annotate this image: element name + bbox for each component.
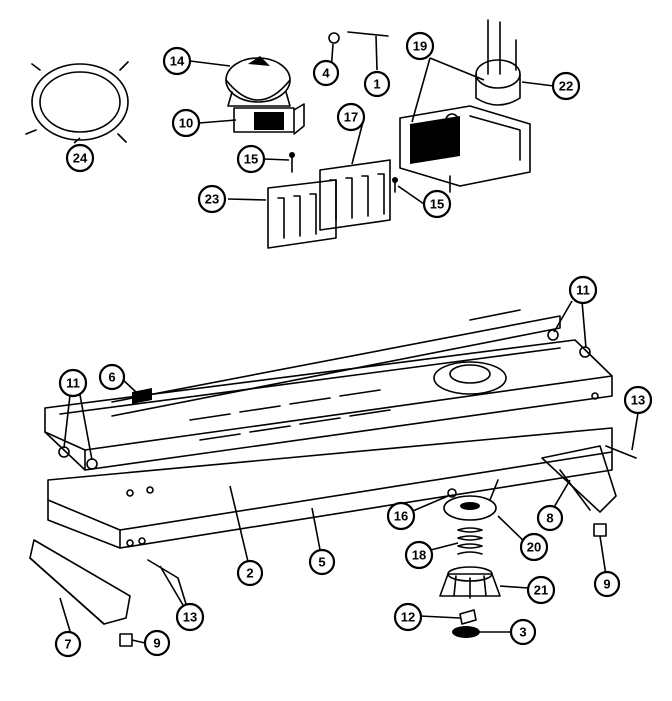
callout-1-label: 1 — [373, 77, 380, 92]
callout-5-label: 5 — [318, 555, 325, 570]
callout-4-label: 4 — [322, 66, 330, 81]
part-12-clip — [459, 609, 477, 625]
part-4-ring — [328, 32, 340, 44]
callout-20-label: 20 — [527, 540, 541, 555]
callout-6: 6 — [98, 363, 126, 391]
callout-13-left: 13 — [175, 602, 205, 632]
callout-22: 22 — [551, 71, 581, 101]
callout-1: 1 — [363, 70, 391, 98]
callout-11-right-label: 11 — [576, 283, 590, 298]
part-10-switch-bracket — [233, 103, 305, 135]
callout-11-left: 11 — [58, 368, 88, 398]
part-21-knob — [439, 566, 501, 599]
callout-8: 8 — [536, 504, 564, 532]
callout-10: 10 — [171, 108, 201, 138]
callout-9-right-label: 9 — [603, 577, 610, 592]
callout-23: 23 — [197, 184, 227, 214]
callout-6-label: 6 — [108, 370, 115, 385]
callout-18-label: 18 — [412, 548, 426, 563]
part-7-end-bracket — [29, 539, 131, 625]
part-9-clip-a — [119, 633, 133, 647]
callout-2: 2 — [236, 559, 264, 587]
callout-24-label: 24 — [73, 151, 88, 166]
callout-22-label: 22 — [559, 79, 573, 94]
callout-7: 7 — [54, 630, 82, 658]
callout-10-label: 10 — [179, 116, 193, 131]
callout-21-label: 21 — [534, 583, 548, 598]
callout-17-label: 17 — [344, 110, 358, 125]
part-11-nuts-right — [547, 329, 591, 358]
callout-19: 19 — [405, 31, 435, 61]
callout-15-upper: 15 — [236, 144, 266, 174]
callout-2-label: 2 — [246, 566, 253, 581]
part-24-wire-harness — [25, 61, 129, 143]
callout-9-left-label: 9 — [153, 636, 160, 651]
callout-14: 14 — [162, 46, 192, 76]
callout-12-label: 12 — [401, 610, 415, 625]
part-14-timer-dome — [225, 56, 291, 107]
part-20-bearing — [443, 479, 499, 521]
callout-3: 3 — [509, 618, 537, 646]
part-15-screw-b — [392, 177, 398, 193]
part-6-clip — [132, 388, 152, 404]
part-18-spring — [457, 527, 483, 555]
back-rail — [111, 309, 561, 417]
part-3-cap — [452, 626, 480, 638]
part-19-timer-motor — [399, 105, 531, 193]
part-5-control-rail — [47, 427, 613, 549]
callout-20: 20 — [519, 532, 549, 562]
callout-13-right: 13 — [623, 385, 653, 415]
part-17-switch-block — [319, 159, 391, 231]
part-23-switch-block — [267, 179, 337, 249]
callout-16-label: 16 — [394, 509, 408, 524]
part-9-clip-b — [593, 523, 607, 537]
callout-21: 21 — [526, 575, 556, 605]
callout-14-label: 14 — [170, 54, 185, 69]
callout-11-left-label: 11 — [66, 376, 80, 391]
callout-9-left: 9 — [143, 629, 171, 657]
callout-15-upper-label: 15 — [244, 152, 258, 167]
part-13-screw-b — [605, 445, 637, 459]
callout-17: 17 — [336, 102, 366, 132]
part-15-screw-a — [289, 152, 295, 173]
callout-9-right: 9 — [593, 570, 621, 598]
callout-12: 12 — [393, 602, 423, 632]
callout-15-lower: 15 — [422, 189, 452, 219]
part-22-motor — [475, 19, 521, 106]
callout-18: 18 — [404, 540, 434, 570]
callout-23-label: 23 — [205, 192, 219, 207]
callout-3-label: 3 — [519, 625, 526, 640]
callout-13-left-label: 13 — [183, 610, 197, 625]
callout-13-right-label: 13 — [631, 393, 645, 408]
callout-4: 4 — [312, 59, 340, 87]
part-16-screw — [447, 488, 457, 498]
callout-15-lower-label: 15 — [430, 197, 444, 212]
callout-16: 16 — [386, 501, 416, 531]
callout-19-label: 19 — [413, 39, 427, 54]
callout-11-right: 11 — [568, 275, 598, 305]
part-13-screw-a — [147, 559, 179, 579]
part-8-end-bracket — [541, 445, 617, 513]
callout-5: 5 — [308, 548, 336, 576]
callout-7-label: 7 — [64, 637, 71, 652]
callout-8-label: 8 — [546, 511, 553, 526]
callout-24: 24 — [65, 143, 95, 173]
part-1-shaft — [347, 31, 389, 37]
